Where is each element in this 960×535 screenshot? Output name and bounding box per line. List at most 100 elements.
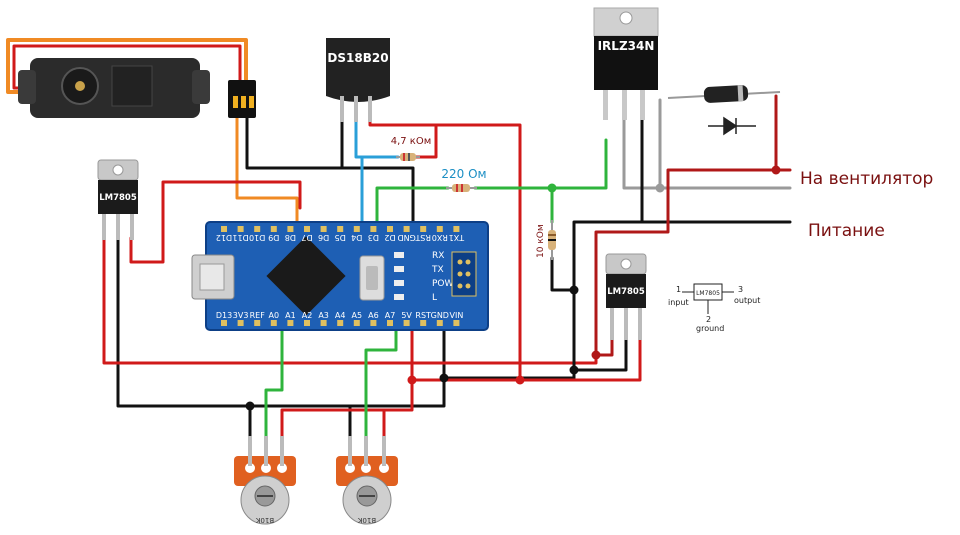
- resistor-220: 220 Ом: [441, 167, 487, 192]
- diode-symbol: [708, 116, 756, 136]
- pin-label: 5V: [401, 311, 412, 320]
- icsp-header: [451, 251, 477, 297]
- pin-pad: [403, 226, 410, 232]
- wire-servo-gnd: [245, 116, 415, 234]
- potentiometer-left: B10K: [234, 436, 296, 525]
- pin-label: TX1: [449, 233, 465, 242]
- pinout-output: output: [734, 296, 760, 305]
- mosfet-body: [594, 36, 658, 90]
- junctions: [245, 165, 781, 411]
- pin-label: A5: [352, 311, 363, 320]
- pin-pad: [304, 226, 310, 232]
- servo-ear-left: [18, 70, 36, 104]
- pin-pad: [387, 226, 393, 232]
- diode-body: [703, 85, 749, 103]
- pin-label: RST: [415, 311, 431, 320]
- pin-label: A0: [269, 311, 280, 320]
- resistor-4k7-label: 4,7 кОм: [391, 136, 432, 147]
- servo-ear-right: [192, 70, 210, 104]
- wire-gate-green: [375, 138, 608, 234]
- mosfet-irlz34n: IRLZ34N: [593, 7, 659, 120]
- junction-black-a: [569, 285, 579, 295]
- pin-label: D6: [318, 233, 329, 242]
- sensor-body: [326, 38, 390, 102]
- wire-pot-red: [280, 378, 414, 438]
- pin-pad: [320, 320, 327, 326]
- pinout-pin2: 2: [706, 315, 711, 324]
- wire-sensor-data: [354, 118, 400, 234]
- resistor-220-label: 220 Ом: [441, 167, 486, 181]
- pin-pad: [436, 226, 443, 232]
- pin-pad: [370, 226, 377, 232]
- resistor-10k-label: 10 кОм: [536, 224, 546, 258]
- pin-pad: [287, 320, 294, 326]
- resistor-4k7: 4,7 кОм: [391, 136, 432, 161]
- atmega-chip: [266, 236, 346, 316]
- mosfet-label: IRLZ34N: [598, 39, 655, 53]
- pin-pad: [453, 226, 460, 232]
- pin-pad: [237, 320, 244, 326]
- wire-pot-right-green: [364, 318, 398, 438]
- pin-label: D9: [268, 233, 279, 242]
- servo-wire-orange: [6, 38, 248, 94]
- pin-pad: [254, 226, 261, 232]
- pin-pad: [387, 320, 393, 326]
- ds18b20-sensor: DS18B20: [326, 38, 390, 122]
- pin-label: GND: [431, 311, 449, 320]
- led-l: L: [432, 293, 437, 303]
- resistor-10k: 10 кОм: [536, 220, 556, 260]
- pin-label: D4: [351, 233, 362, 242]
- wire-drain-gray: [622, 116, 792, 190]
- pin-pad: [304, 320, 310, 326]
- pin-label: A1: [285, 311, 296, 320]
- servo-motor: [18, 58, 256, 118]
- pot-right-value: B10K: [357, 516, 376, 524]
- pin-label: D5: [335, 233, 346, 242]
- junction-black-b: [439, 373, 449, 383]
- pin-label: RST: [415, 233, 431, 242]
- pin-label: A7: [385, 311, 396, 320]
- pin-label: REF: [250, 311, 266, 320]
- pin-pad: [221, 226, 227, 232]
- regulator-left-label: LM7805: [99, 193, 137, 203]
- pin-label: D11: [232, 233, 248, 242]
- led-pow: POW: [432, 279, 454, 289]
- wire-reg-right-out: [410, 318, 642, 382]
- servo-shaft: [75, 81, 85, 91]
- junction-green: [547, 183, 557, 193]
- wire-source-black: [442, 116, 792, 380]
- pinout-input: input: [668, 298, 689, 307]
- pin-label: VIN: [449, 311, 463, 320]
- led-tx: TX: [431, 265, 444, 275]
- pin-pad: [270, 320, 277, 326]
- wire-servo-signal: [235, 116, 299, 234]
- power-input-label: Питание: [808, 221, 885, 241]
- pin-label: A6: [368, 311, 379, 320]
- status-leds: RX TX POW L: [394, 251, 454, 303]
- pin-pad: [287, 226, 294, 232]
- pin-label: 3V3: [233, 311, 249, 320]
- pin-label: D8: [285, 233, 296, 242]
- wire-reg-left-out: [129, 180, 302, 264]
- pot-left-value: B10K: [255, 516, 274, 524]
- pin-pad: [270, 226, 277, 232]
- wires: [6, 38, 792, 438]
- pin-pad: [320, 226, 327, 232]
- pin-label: D13: [216, 311, 232, 320]
- lm7805-pinout-diagram: LM7805 1 input 3 output 2 ground: [668, 283, 760, 333]
- pin-pad: [353, 226, 360, 232]
- servo-label-plate: [111, 65, 153, 107]
- wire-reg-right-gnd: [572, 338, 628, 372]
- pin-pad: [370, 320, 377, 326]
- pinout-pin1: 1: [676, 285, 681, 294]
- wire-pot-left-green: [264, 318, 284, 438]
- regulator-left-body: [98, 180, 138, 214]
- pin-label: D2: [384, 233, 395, 242]
- pinout-chip-label: LM7805: [696, 290, 720, 297]
- sensor-label: DS18B20: [327, 51, 388, 65]
